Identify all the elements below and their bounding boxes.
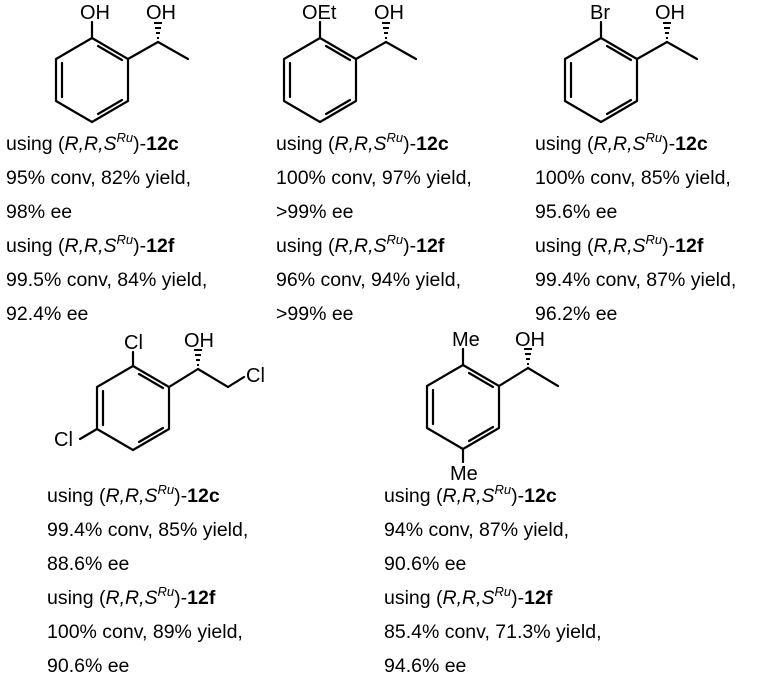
- substituent-label-4b: Cl: [54, 429, 73, 451]
- chain-label-4: Cl: [246, 365, 265, 387]
- catalyst-line: using (R,R,SRu)-12c: [384, 482, 557, 507]
- ee-line: 96.2% ee: [535, 303, 618, 325]
- catalyst-line: using (R,R,SRu)-12f: [47, 584, 216, 609]
- substituent-label-5a: Me: [452, 329, 480, 351]
- catalyst-line: using (R,R,SRu)-12f: [276, 232, 445, 257]
- structure-2: [282, 20, 418, 124]
- substituent-label-1: OH: [80, 2, 110, 24]
- catalyst-line: using (R,R,SRu)-12c: [535, 130, 708, 155]
- ee-line: 98% ee: [6, 201, 73, 223]
- substituent-label-3: Br: [590, 2, 610, 24]
- catalyst-line: using (R,R,SRu)-12f: [6, 232, 175, 257]
- catalyst-line: using (R,R,SRu)-12c: [276, 130, 449, 155]
- conversion-yield-line: 99.4% conv, 87% yield,: [535, 269, 737, 291]
- conversion-yield-line: 100% conv, 85% yield,: [535, 167, 731, 189]
- structure-4: [78, 350, 246, 452]
- structure-1: [54, 20, 190, 124]
- conversion-yield-line: 96% conv, 94% yield,: [276, 269, 461, 291]
- conversion-yield-line: 100% conv, 89% yield,: [47, 621, 243, 643]
- alcohol-label-5: OH: [515, 329, 545, 351]
- conversion-yield-line: 94% conv, 87% yield,: [384, 519, 569, 541]
- ee-line: 92.4% ee: [6, 303, 89, 325]
- catalyst-line: using (R,R,SRu)-12c: [47, 482, 220, 507]
- catalyst-line: using (R,R,SRu)-12f: [535, 232, 704, 257]
- alcohol-label-4: OH: [184, 330, 214, 352]
- alcohol-label-3: OH: [655, 2, 685, 24]
- substituent-label-2: OEt: [302, 2, 337, 24]
- alcohol-label-2: OH: [374, 2, 404, 24]
- conversion-yield-line: 99.4% conv, 85% yield,: [47, 519, 249, 541]
- ee-line: >99% ee: [276, 303, 354, 325]
- result-block-4: using (R,R,SRu)-12c 99.4% conv, 85% yiel…: [47, 479, 248, 676]
- substituent-label-5b: Me: [450, 463, 478, 485]
- alcohol-label-1: OH: [146, 2, 176, 24]
- conversion-yield-line: 85.4% conv, 71.3% yield,: [384, 621, 602, 643]
- catalyst-line: using (R,R,SRu)-12c: [6, 130, 179, 155]
- structure-3: [563, 20, 699, 124]
- ee-line: 90.6% ee: [47, 655, 130, 676]
- result-block-3: using (R,R,SRu)-12c 100% conv, 85% yield…: [535, 127, 736, 331]
- conversion-yield-line: 95% conv, 82% yield,: [6, 167, 191, 189]
- ee-line: 90.6% ee: [384, 553, 467, 575]
- ee-line: 94.6% ee: [384, 655, 467, 676]
- ee-line: >99% ee: [276, 201, 354, 223]
- catalyst-line: using (R,R,SRu)-12f: [384, 584, 553, 609]
- result-block-2: using (R,R,SRu)-12c 100% conv, 97% yield…: [276, 127, 472, 331]
- hashed-wedges: [154, 22, 671, 366]
- conversion-yield-line: 99.5% conv, 84% yield,: [6, 269, 208, 291]
- conversion-yield-line: 100% conv, 97% yield,: [276, 167, 472, 189]
- structure-5: [425, 347, 560, 464]
- ee-line: 95.6% ee: [535, 201, 618, 223]
- result-block-1: using (R,R,SRu)-12c 95% conv, 82% yield,…: [6, 127, 207, 331]
- result-block-5: using (R,R,SRu)-12c 94% conv, 87% yield,…: [384, 479, 602, 676]
- substituent-label-4a: Cl: [124, 332, 143, 354]
- ee-line: 88.6% ee: [47, 553, 130, 575]
